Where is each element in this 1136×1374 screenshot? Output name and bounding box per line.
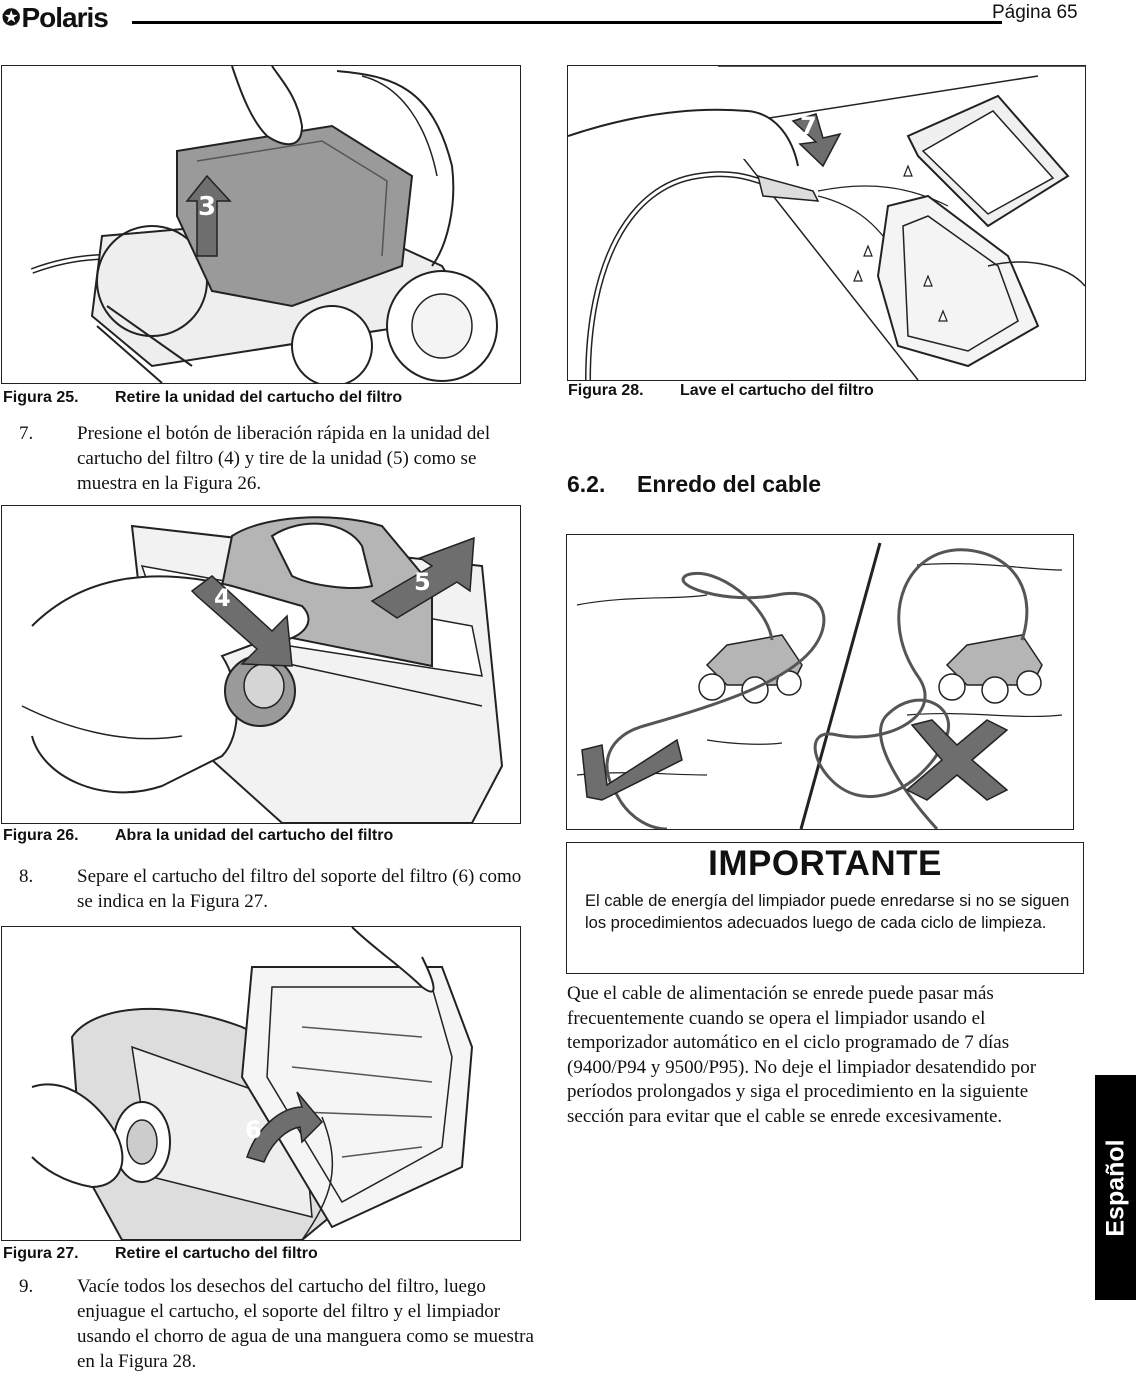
figure-27-image [1,926,521,1241]
step-7: 7. Presione el botón de liberación rápid… [19,421,537,496]
important-text: El cable de energía del limpiador puede … [585,892,1070,932]
figure-25-callout: 3 [198,192,217,222]
figure-28-number: Figura 28. [568,382,644,399]
step-9: 9. Vacíe todos los desechos del cartucho… [19,1274,537,1374]
figure-26-callout-4: 4 [214,584,231,612]
step-8-text: Separe el cartucho del filtro del soport… [77,866,522,912]
step-8: 8. Separe el cartucho del filtro del sop… [19,864,537,914]
figure-28-caption-text: Lave el cartucho del filtro [680,382,874,399]
step-9-number: 9. [19,1276,34,1297]
section-heading: 6.2. Enredo del cable [567,471,821,498]
brand-logo: ✪ Polaris [2,2,109,34]
page-number: Página 65 [992,2,1078,23]
figure-25-caption-text: Retire la unidad del cartucho del filtro [115,389,403,406]
figure-25-image [1,65,521,384]
section-title: Enredo del cable [637,471,822,497]
figure-27-caption: Figura 27. Retire el cartucho del filtro [3,1245,318,1263]
cable-paragraph: Que el cable de alimentación se enrede p… [567,983,1037,1127]
figure-27-caption-text: Retire el cartucho del filtro [115,1245,318,1262]
section-number: 6.2. [567,471,606,497]
important-notice: IMPORTANTE El cable de energía del limpi… [566,842,1084,974]
figure-26-callout-5: 5 [414,568,431,596]
cable-tangle-image [566,534,1074,830]
header-rule [132,21,1002,24]
figure-25-number: Figura 25. [3,389,79,406]
step-8-number: 8. [19,866,34,887]
figure-28-callout: 7 [800,112,817,140]
polaris-logo-icon: ✪ [2,5,20,30]
important-title: IMPORTANTE [708,844,942,883]
check-mark-icon [581,738,683,801]
figure-28-caption: Figura 28. Lave el cartucho del filtro [568,382,874,400]
step-9-text: Vacíe todos los desechos del cartucho de… [77,1276,534,1372]
step-7-text: Presione el botón de liberación rápida e… [77,423,491,494]
figure-26-number: Figura 26. [3,827,79,844]
figure-27-number: Figura 27. [3,1245,79,1262]
figure-26-caption-text: Abra la unidad del cartucho del filtro [115,827,394,844]
figure-28-image [567,65,1086,381]
figure-25-caption: Figura 25. Retire la unidad del cartucho … [3,389,402,407]
language-tab-label: Español [1101,1138,1129,1237]
figure-27-callout: 6 [245,1116,262,1144]
x-mark-icon [905,719,1009,801]
figure-26-image [1,505,521,824]
brand-name: Polaris [21,2,108,33]
figure-26-caption: Figura 26. Abra la unidad del cartucho de… [3,827,393,845]
language-tab: Español [1095,1075,1136,1300]
step-7-number: 7. [19,423,34,444]
